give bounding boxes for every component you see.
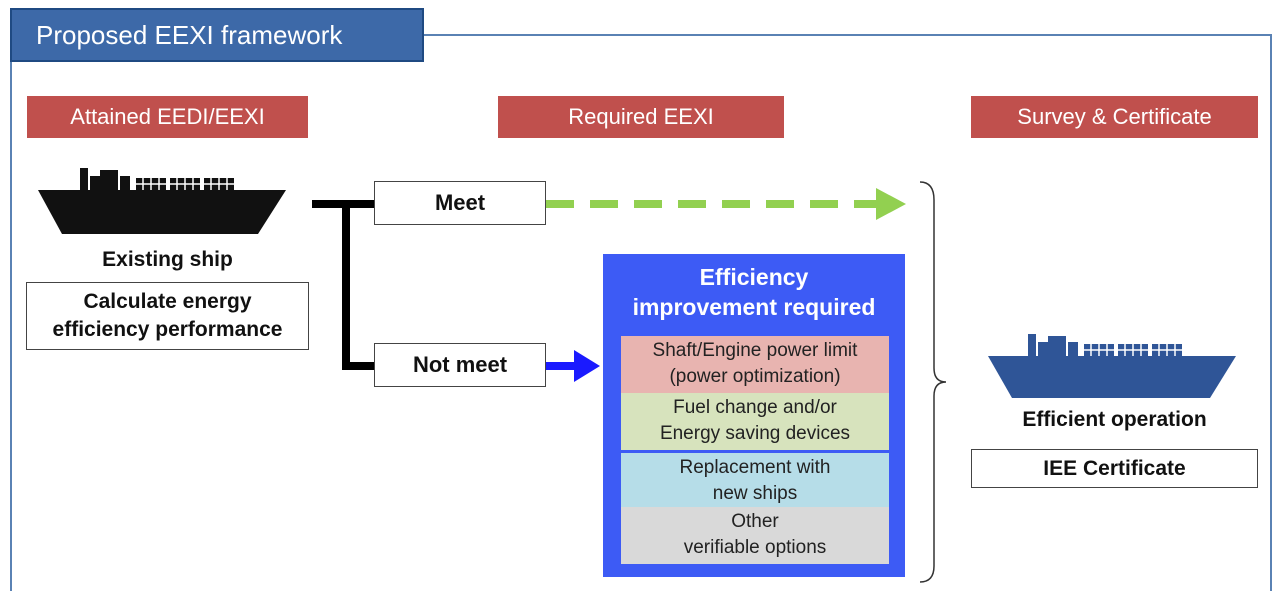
option-2-line-2: Energy saving devices [659, 423, 851, 444]
not-meet-label: Not meet [412, 352, 508, 377]
existing-ship-icon [38, 168, 286, 234]
option-3-line-2: new ships [712, 483, 798, 504]
column-header-attained: Attained EEDI/EEXI [27, 96, 308, 138]
column-header-survey: Survey & Certificate [971, 96, 1258, 138]
meet-label: Meet [434, 190, 486, 215]
efficient-operation-label: Efficient operation [1022, 408, 1207, 431]
iee-certificate-box: IEE Certificate [971, 449, 1258, 488]
page-title: Proposed EEXI framework [10, 8, 424, 62]
efficiency-title: Efficiency improvement required [603, 262, 905, 322]
option-1-line-1: Shaft/Engine power limit [652, 340, 858, 361]
option-4-line-2: verifiable options [683, 537, 827, 558]
efficient-ship-icon [988, 334, 1236, 398]
option-power-limit: Shaft/Engine power limit (power optimiza… [621, 336, 889, 393]
calculate-efficiency-box: Calculate energy efficiency performance [26, 282, 309, 350]
diagram-frame [10, 34, 1272, 591]
option-2-line-1: Fuel change and/or [673, 397, 837, 418]
efficiency-title-line-1: Efficiency [699, 264, 809, 290]
existing-ship-label: Existing ship [102, 248, 233, 271]
column-header-required: Required EEXI [498, 96, 784, 138]
option-fuel-change: Fuel change and/or Energy saving devices [621, 393, 889, 450]
not-meet-box: Not meet [374, 343, 546, 387]
efficiency-title-line-2: improvement required [632, 294, 876, 320]
iee-certificate-label: IEE Certificate [1043, 457, 1186, 480]
option-1-line-2: (power optimization) [669, 366, 841, 387]
meet-box: Meet [374, 181, 546, 225]
option-replacement: Replacement with new ships [621, 450, 889, 507]
efficiency-panel: Efficiency improvement required Shaft/En… [603, 254, 905, 577]
option-3-line-1: Replacement with [679, 457, 831, 478]
calculate-line-1: Calculate energy [83, 290, 252, 313]
option-other: Other verifiable options [621, 507, 889, 564]
calculate-line-2: efficiency performance [52, 318, 283, 341]
option-4-line-1: Other [731, 511, 779, 532]
